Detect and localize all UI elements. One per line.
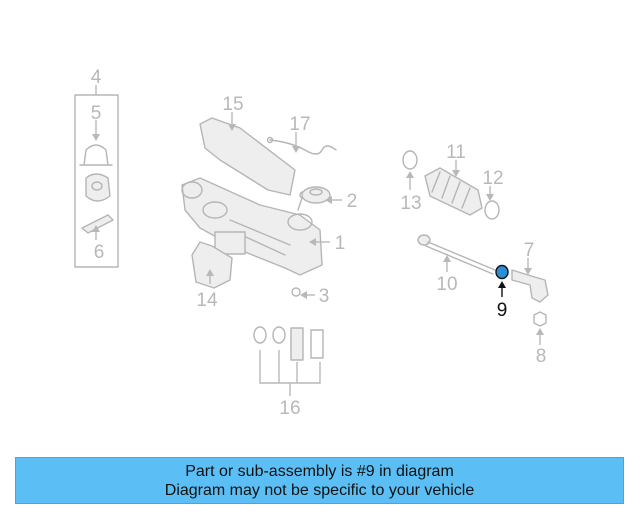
info-banner: Part or sub-assembly is #9 in diagram Di… [15,457,624,504]
callout-17: 17 [289,114,310,135]
callout-4: 4 [91,67,102,88]
callout-13: 13 [400,193,421,214]
clamp-12 [484,186,500,220]
callout-10: 10 [436,274,457,295]
callout-15: 15 [222,94,243,115]
bracket-group-4-6 [74,85,119,268]
callout-8: 8 [536,346,547,367]
banner-line-disclaimer: Diagram may not be specific to your vehi… [164,482,475,499]
bracket-14 [191,241,233,289]
heat-shield-15 [199,112,296,196]
tie-rod-10 [417,234,496,275]
callout-9-highlighted: 9 [497,300,508,321]
tie-rod-end-7 [511,258,549,303]
callout-6: 6 [94,242,105,263]
callout-14: 14 [196,290,218,311]
banner-line-part-number: Part or sub-assembly is #9 in diagram [185,463,454,480]
mount-2 [301,186,342,204]
boot-11 [424,160,483,216]
callout-5: 5 [91,103,102,124]
callout-11: 11 [446,142,466,163]
steering-rack-1 [181,177,330,276]
nut-3 [291,287,315,299]
callout-1: 1 [335,233,346,254]
pressure-line-17 [266,132,337,155]
callout-2: 2 [347,191,358,212]
callout-16: 16 [279,398,300,419]
clamp-13 [402,150,418,190]
callout-7: 7 [524,240,535,261]
parts-diagram: 4 5 6 15 17 2 1 3 14 16 11 12 13 10 7 9 … [74,67,549,419]
seal-kit-16 [253,326,324,396]
nut-8 [533,311,547,345]
callout-3: 3 [319,286,330,307]
callout-12: 12 [482,168,503,189]
jam-nut-9 [495,264,509,297]
